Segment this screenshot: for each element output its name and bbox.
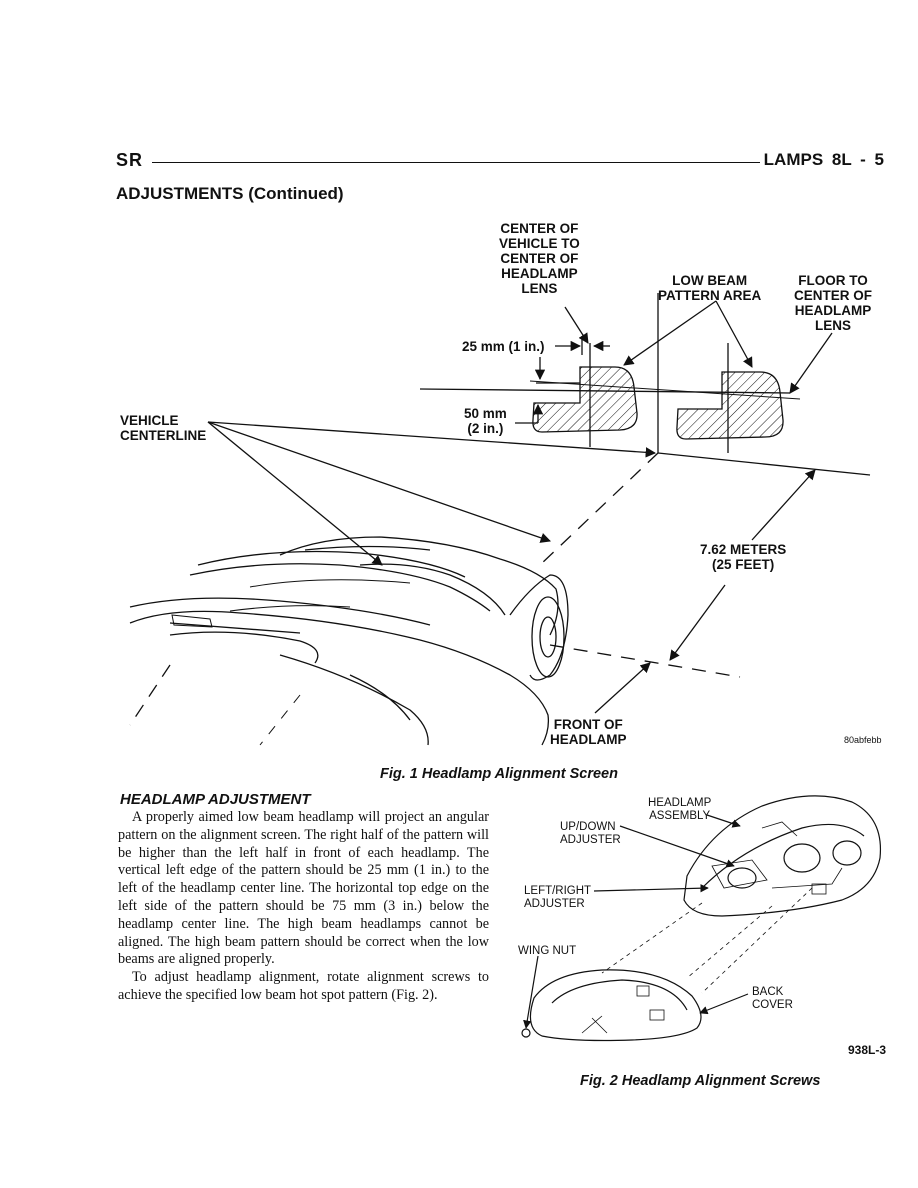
label-center-of-vehicle: CENTER OF VEHICLE TO CENTER OF HEADLAMP … [499, 221, 580, 296]
label-front-of-headlamp: FRONT OF HEADLAMP [550, 717, 627, 747]
header-rule [152, 162, 760, 163]
paragraph-2: To adjust headlamp alignment, rotate ali… [118, 969, 489, 1003]
label-up-down-adjuster: UP/DOWN ADJUSTER [560, 821, 621, 846]
chapter-page-label: LAMPS 8L - 5 [763, 150, 884, 169]
label-25mm: 25 mm (1 in.) [462, 339, 545, 354]
figure-2-image-code: 938L-3 [848, 1043, 887, 1057]
page-header: SR LAMPS 8L - 5 [116, 150, 884, 174]
paragraph-1: A properly aimed low beam headlamp will … [118, 809, 489, 968]
label-50mm: 50 mm (2 in.) [464, 406, 507, 436]
section-code: SR [116, 150, 144, 170]
label-distance-7-62-meters: 7.62 METERS (25 FEET) [700, 542, 787, 572]
headlamp-adjustment-heading: HEADLAMP ADJUSTMENT [120, 791, 311, 808]
figure-2-headlamp-alignment-screws: HEADLAMP ASSEMBLY UP/DOWN ADJUSTER LEFT/… [512, 788, 892, 1063]
headlamp-adjustment-body: A properly aimed low beam headlamp will … [118, 809, 489, 1005]
label-headlamp-assembly: HEADLAMP ASSEMBLY [648, 797, 712, 822]
label-wing-nut: WING NUT [518, 945, 577, 957]
label-vehicle-centerline: VEHICLE CENTERLINE [120, 413, 207, 443]
label-floor-to-center: FLOOR TO CENTER OF HEADLAMP LENS [794, 273, 873, 333]
label-low-beam-pattern: LOW BEAM PATTERN AREA [658, 273, 762, 303]
figure-2-illustration [521, 795, 882, 1042]
figure-1-illustration [129, 293, 871, 746]
figure-1-headlamp-alignment-screen: CENTER OF VEHICLE TO CENTER OF HEADLAMP … [110, 215, 895, 755]
section-title: ADJUSTMENTS (Continued) [116, 184, 344, 203]
figure-2-caption: Fig. 2 Headlamp Alignment Screws [580, 1073, 821, 1089]
figure-1-image-code: 80abfebb [844, 735, 882, 745]
label-left-right-adjuster: LEFT/RIGHT ADJUSTER [524, 885, 592, 910]
figure-1-caption: Fig. 1 Headlamp Alignment Screen [380, 766, 618, 782]
label-back-cover: BACK COVER [752, 986, 793, 1011]
